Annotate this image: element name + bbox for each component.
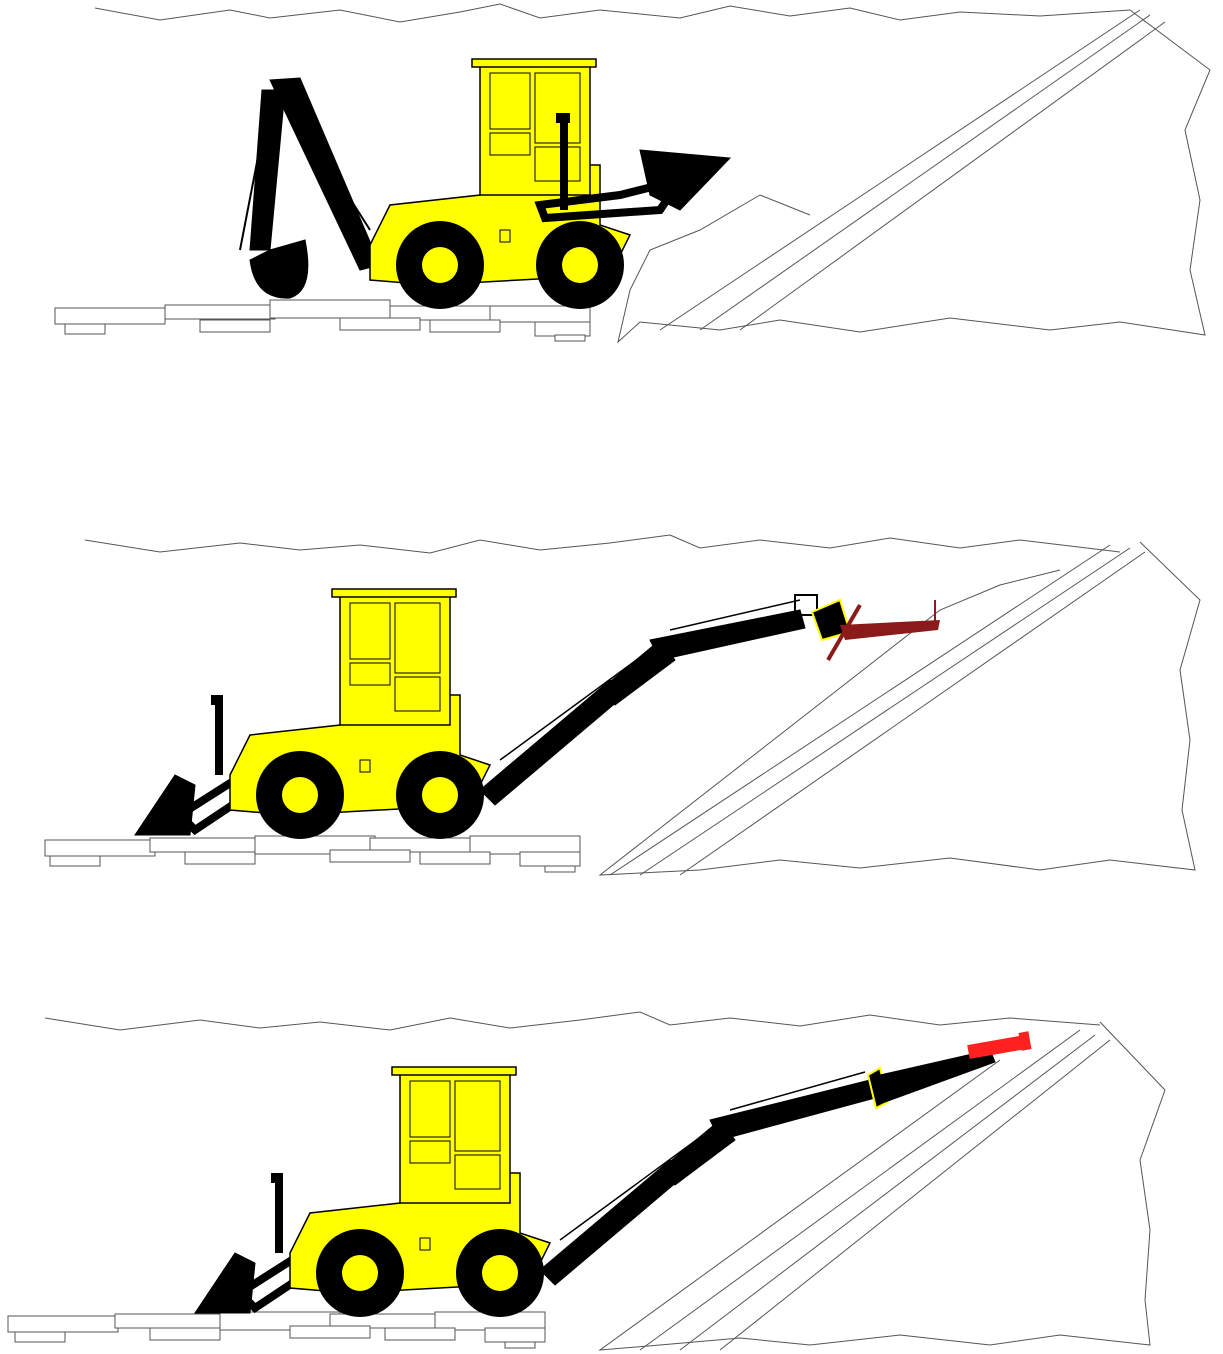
- slope-line-c: [740, 22, 1165, 330]
- machine-1: [370, 59, 630, 309]
- slope-line-g: [640, 1030, 1080, 1350]
- machine-2: [230, 589, 490, 839]
- slope-line-b: [700, 15, 1150, 330]
- rock-slope-2: [600, 542, 1200, 875]
- loader-bucket-icon: [640, 150, 730, 210]
- panel-drill: [8, 1012, 1165, 1350]
- panel-parked: [55, 4, 1210, 342]
- slope-line-d: [610, 545, 1110, 875]
- extended-arm-2: [480, 595, 940, 805]
- extended-arm-3: [540, 1031, 1031, 1285]
- rock-ceiling-1: [95, 4, 1130, 22]
- ground-slabs-2: [45, 836, 580, 872]
- slope-line-f: [680, 552, 1145, 875]
- ground-slabs-1: [55, 300, 590, 341]
- ground-slabs-3: [8, 1312, 545, 1348]
- rock-ceiling-3: [45, 1012, 1100, 1030]
- slope-line-e: [640, 548, 1130, 875]
- panel-rake: [45, 535, 1200, 875]
- backhoe-arm-1: [240, 78, 380, 298]
- slope-line-a: [660, 10, 1140, 330]
- drill-attachment-icon: [967, 1031, 1031, 1059]
- rock-ceiling-2: [85, 535, 1120, 553]
- rake-attachment-icon: [828, 600, 940, 660]
- machine-3: [290, 1067, 550, 1317]
- rock-slope-3: [600, 1022, 1165, 1350]
